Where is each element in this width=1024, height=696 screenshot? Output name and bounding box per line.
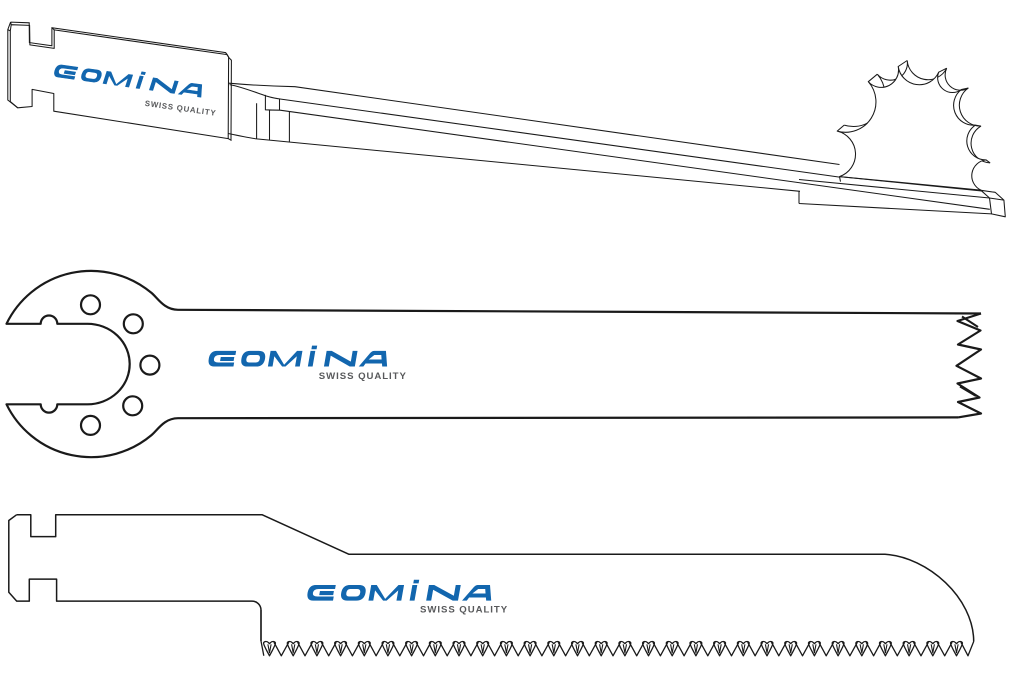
svg-text:SWISS QUALITY: SWISS QUALITY	[319, 371, 407, 382]
svg-text:SWISS QUALITY: SWISS QUALITY	[420, 605, 508, 616]
